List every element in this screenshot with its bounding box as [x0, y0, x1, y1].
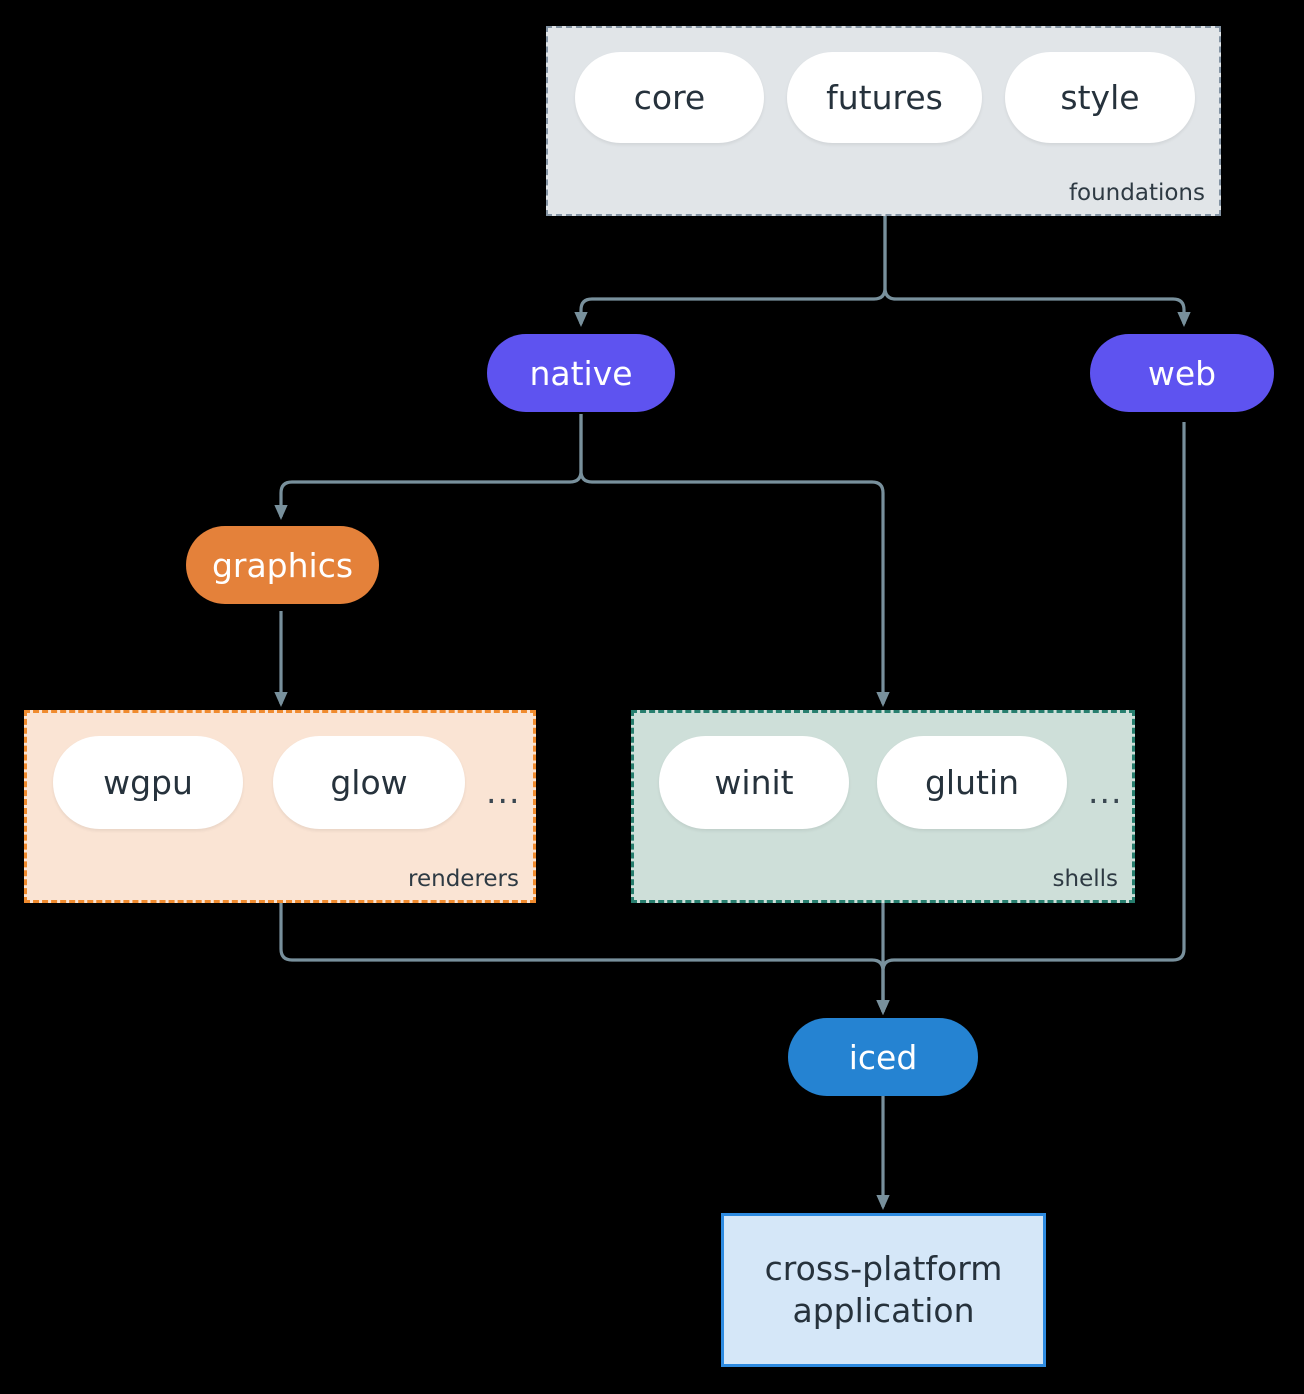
node-graphics-label: graphics — [211, 545, 354, 585]
node-web[interactable]: web — [1090, 334, 1274, 412]
node-iced-label: iced — [848, 1037, 918, 1077]
node-native[interactable]: native — [487, 334, 675, 412]
renderers-ellipsis: ... — [486, 772, 521, 811]
node-application-line2: application — [792, 1291, 975, 1330]
group-renderers-label: renderers — [408, 866, 519, 892]
node-native-label: native — [529, 353, 633, 393]
shells-ellipsis: ... — [1088, 772, 1123, 811]
edge-native-shells — [579, 414, 890, 707]
edge-foundations-web — [883, 216, 1191, 327]
group-renderers: wgpu glow ... renderers — [24, 710, 536, 903]
pill-glutin[interactable]: glutin — [877, 736, 1067, 829]
node-web-label: web — [1147, 353, 1217, 393]
pill-glow-label: glow — [330, 763, 408, 802]
pill-wgpu-label: wgpu — [103, 763, 193, 802]
group-foundations-label: foundations — [1068, 180, 1205, 206]
group-foundations: core futures style foundations — [546, 26, 1221, 216]
pill-futures[interactable]: futures — [787, 52, 982, 143]
pill-winit[interactable]: winit — [659, 736, 849, 829]
node-iced[interactable]: iced — [788, 1018, 978, 1096]
edge-renderers-iced — [279, 903, 890, 1015]
node-application[interactable]: cross-platform application — [721, 1213, 1046, 1367]
pill-style[interactable]: style — [1005, 52, 1195, 143]
pill-core-label: core — [633, 78, 706, 117]
edge-foundations-native — [574, 216, 887, 327]
pill-glow[interactable]: glow — [273, 736, 465, 829]
pill-wgpu[interactable]: wgpu — [53, 736, 243, 829]
node-graphics[interactable]: graphics — [186, 526, 379, 604]
group-shells-label: shells — [1052, 866, 1118, 892]
pill-winit-label: winit — [714, 763, 794, 802]
pill-style-label: style — [1060, 78, 1140, 117]
group-shells: winit glutin ... shells — [631, 710, 1135, 903]
pill-glutin-label: glutin — [924, 763, 1020, 802]
edge-native-graphics — [274, 414, 583, 520]
pill-futures-label: futures — [826, 78, 943, 117]
node-application-line1: cross-platform — [764, 1248, 1003, 1288]
pill-core[interactable]: core — [575, 52, 764, 143]
